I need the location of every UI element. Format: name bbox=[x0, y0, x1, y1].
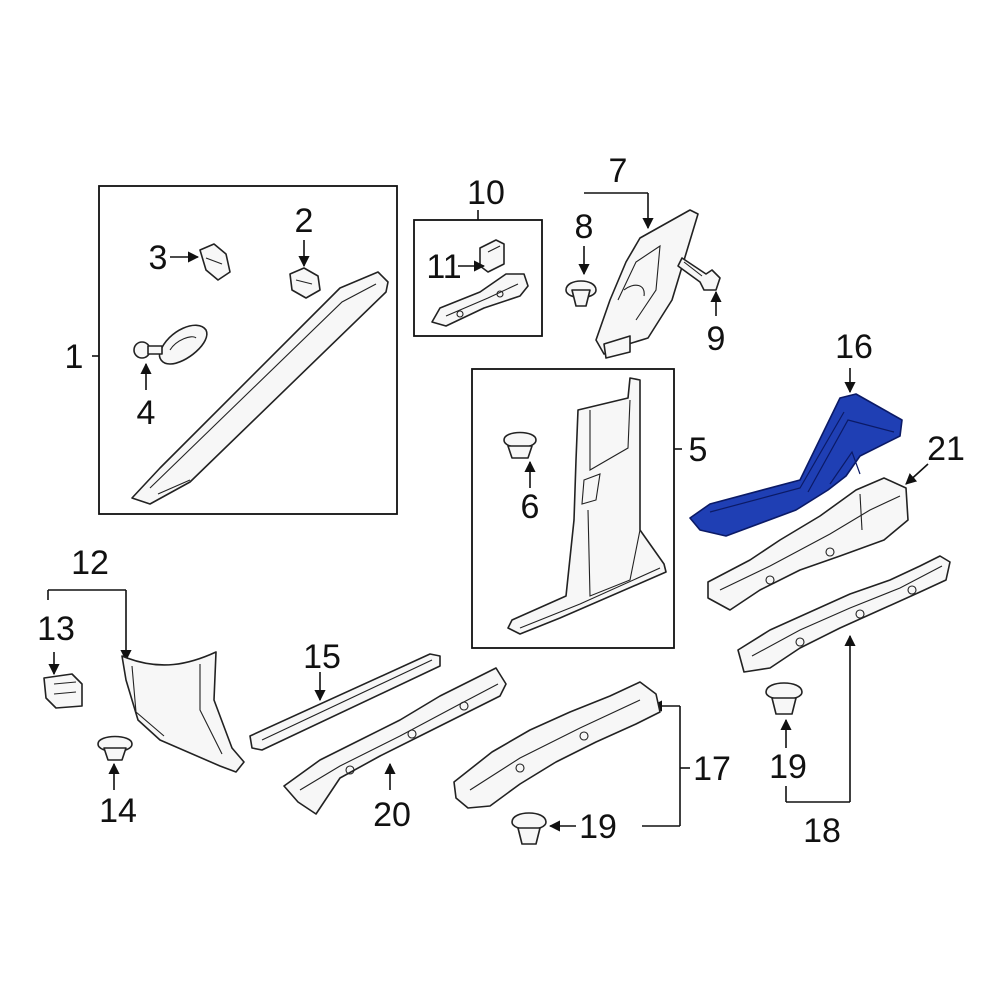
group-box-1 bbox=[98, 185, 398, 515]
callout-6: 6 bbox=[521, 488, 540, 526]
part-bracket-20[interactable] bbox=[283, 667, 507, 815]
callout-9: 9 bbox=[707, 320, 726, 358]
callout-12: 12 bbox=[71, 544, 109, 582]
callout-11: 11 bbox=[426, 248, 461, 286]
callout-3: 3 bbox=[149, 239, 168, 277]
part-clip-3[interactable] bbox=[199, 243, 231, 281]
callout-19b: 19 bbox=[579, 808, 617, 846]
callout-18: 18 bbox=[803, 812, 841, 850]
leader-21 bbox=[905, 463, 929, 485]
callout-5: 5 bbox=[689, 431, 708, 469]
callout-4: 4 bbox=[137, 394, 156, 432]
part-clip-13[interactable] bbox=[43, 673, 83, 709]
part-bracket-21[interactable] bbox=[707, 477, 909, 611]
callout-13: 13 bbox=[37, 610, 75, 648]
callout-20: 20 bbox=[373, 796, 411, 834]
part-bracket-10[interactable] bbox=[431, 273, 529, 327]
part-fastener-19a[interactable] bbox=[765, 682, 803, 715]
callout-14: 14 bbox=[99, 792, 137, 830]
part-bracket-17[interactable] bbox=[453, 681, 661, 809]
part-clip-2[interactable] bbox=[289, 267, 321, 299]
part-sill-trim-15[interactable] bbox=[249, 653, 441, 751]
callout-21: 21 bbox=[927, 430, 965, 468]
part-clip-11[interactable] bbox=[479, 239, 505, 273]
part-b-pillar-upper-7[interactable] bbox=[595, 209, 699, 359]
callout-19a: 19 bbox=[769, 748, 807, 786]
part-fastener-8[interactable] bbox=[565, 280, 597, 307]
part-kick-panel-12[interactable] bbox=[121, 651, 245, 773]
callout-10: 10 bbox=[467, 174, 505, 212]
callout-8: 8 bbox=[575, 208, 594, 246]
callout-2: 2 bbox=[295, 202, 314, 240]
callout-16: 16 bbox=[835, 328, 873, 366]
part-grommet-4[interactable] bbox=[133, 324, 208, 365]
part-bracket-18[interactable] bbox=[737, 555, 951, 673]
group-box-5 bbox=[471, 368, 675, 649]
callout-17: 17 bbox=[693, 750, 731, 788]
part-a-pillar-trim[interactable] bbox=[131, 271, 389, 505]
part-bolt-9[interactable] bbox=[677, 257, 721, 291]
callout-1: 1 bbox=[65, 338, 84, 376]
callout-15: 15 bbox=[303, 638, 341, 676]
callout-7: 7 bbox=[609, 152, 628, 190]
part-b-pillar-lower-5[interactable] bbox=[507, 377, 667, 635]
part-fastener-6[interactable] bbox=[503, 431, 537, 459]
part-scuff-plate-16[interactable] bbox=[689, 393, 903, 537]
part-fastener-19b[interactable] bbox=[511, 812, 547, 845]
part-fastener-14[interactable] bbox=[97, 735, 133, 761]
